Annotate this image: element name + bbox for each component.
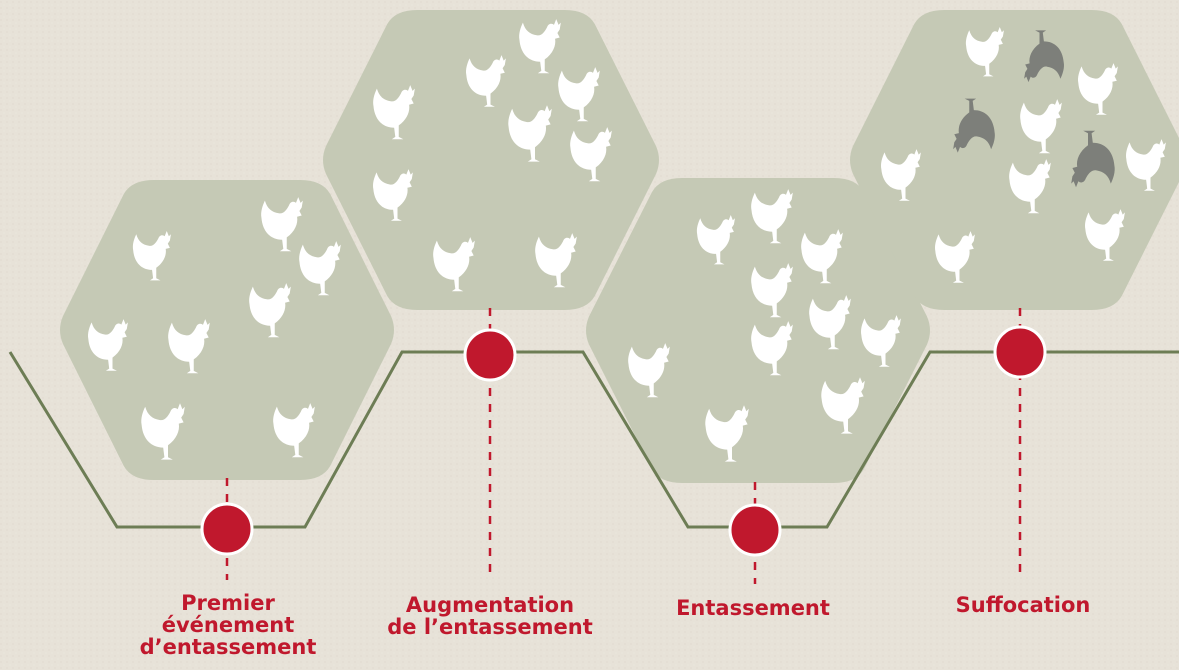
stage-label-entassement: Entassement [676,596,830,620]
stage-marker-augmentation [463,328,517,382]
stage-label-suffocation: Suffocation [955,593,1091,617]
stage-label-augmentation: Augmentation de l’entassement [387,593,593,639]
hexagon-premier [60,180,394,480]
hexagon-augmentation [323,10,659,310]
stage-marker-suffocation [993,325,1047,379]
stage-marker-entassement [728,503,782,557]
stage-marker-premier [200,502,254,556]
timeline-line [8,350,1179,529]
stage-label-premier: Premier événement d’entassement [139,591,317,659]
